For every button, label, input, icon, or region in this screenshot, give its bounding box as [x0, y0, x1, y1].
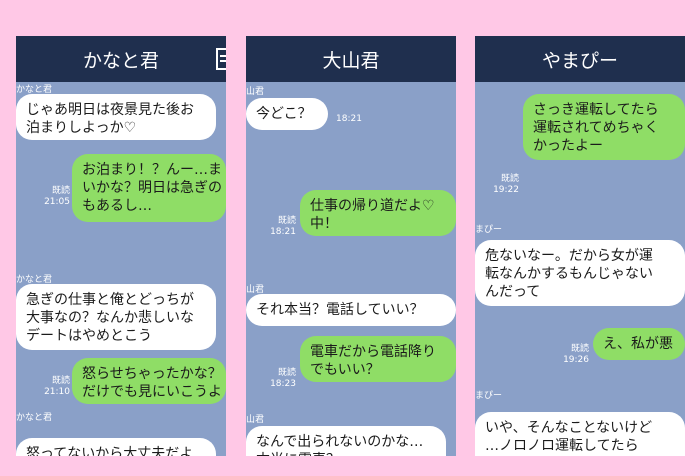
sender-name: かなと君 — [16, 275, 53, 285]
message-time: 21:05 — [44, 197, 70, 207]
chat-header: かなと君 — [16, 36, 226, 82]
incoming-message: 今どこ？ — [246, 98, 328, 130]
sender-name: かなと君 — [16, 85, 53, 95]
read-receipt: 既読 — [51, 186, 70, 196]
message-meta: 既読 21:05 — [44, 186, 70, 208]
incoming-message: なんで出られないのかな… 本当に電車？ — [246, 426, 446, 456]
message-time: 18:21 — [270, 227, 296, 237]
message-meta: 既読 19:22 — [493, 174, 519, 196]
chat-screen-kanato: かなと君 かなと君 じゃあ明日は夜景見た後お 泊まりしよっか♡ 既読 21:05… — [16, 36, 226, 456]
message-meta: 既読 21:10 — [44, 376, 70, 398]
menu-icon[interactable] — [216, 48, 226, 70]
sender-name: 山君 — [246, 415, 265, 425]
message-time: 21:10 — [44, 387, 70, 397]
chat-header: やまぴー — [475, 36, 685, 82]
message-time: 18:21 — [336, 114, 362, 124]
outgoing-message: さっき運転してたら 運転されてめちゃく かったよー — [523, 94, 685, 160]
message-list: かなと君 じゃあ明日は夜景見た後お 泊まりしよっか♡ 既読 21:05 お泊まり… — [16, 82, 226, 456]
chat-screen-oyama: 大山君 山君 今どこ？ 18:21 既読 18:21 仕事の帰り道だよ♡ 中！ … — [246, 36, 456, 456]
sender-name: 山君 — [246, 87, 265, 97]
chat-title: 大山君 — [322, 49, 380, 72]
incoming-message: いや、そんなことないけど …ノロノロ運転してたら 危ないよ♡ — [475, 412, 685, 456]
outgoing-message: 怒らせちゃったかな？ だけでも見にいこうよ — [72, 358, 226, 404]
message-meta: 既読 18:21 — [270, 216, 296, 238]
message-list: 山君 今どこ？ 18:21 既読 18:21 仕事の帰り道だよ♡ 中！ 山君 そ… — [246, 82, 456, 456]
sender-name: まぴー — [475, 391, 503, 401]
incoming-message: じゃあ明日は夜景見た後お 泊まりしよっか♡ — [16, 94, 216, 140]
message-time: 18:23 — [270, 379, 296, 389]
message-list: 既読 19:22 さっき運転してたら 運転されてめちゃく かったよー まぴー 危… — [475, 82, 685, 456]
incoming-message: 危ないなー。だから女が運 転なんかするもんじゃない んだって — [475, 240, 685, 306]
sender-name: かなと君 — [16, 413, 53, 423]
read-receipt: 既読 — [51, 376, 70, 386]
chat-title: かなと君 — [82, 49, 159, 72]
chat-title: やまぴー — [541, 49, 618, 72]
chat-header: 大山君 — [246, 36, 456, 82]
read-receipt: 既読 — [277, 368, 296, 378]
read-receipt: 既読 — [500, 174, 519, 184]
read-receipt: 既読 — [277, 216, 296, 226]
message-time: 19:26 — [563, 355, 589, 365]
sender-name: まぴー — [475, 225, 503, 235]
sender-name: 山君 — [246, 285, 265, 295]
message-meta: 既読 18:23 — [270, 368, 296, 390]
chat-screen-yamapi: やまぴー 既読 19:22 さっき運転してたら 運転されてめちゃく かったよー … — [475, 36, 685, 456]
outgoing-message: え、私が悪 — [593, 328, 685, 360]
incoming-message: それ本当？電話していい？ — [246, 294, 456, 326]
read-receipt: 既読 — [570, 344, 589, 354]
incoming-message: 怒ってないから大丈夫だよ 仕事頑張ってね — [16, 438, 216, 456]
message-time: 19:22 — [493, 185, 519, 195]
incoming-message: 急ぎの仕事と俺とどっちが 大事なの？なんか悲しいな デートはやめとこう — [16, 284, 216, 350]
message-meta: 既読 19:26 — [563, 344, 589, 366]
outgoing-message: 電車だから電話降り でもいい？ — [300, 336, 456, 382]
outgoing-message: お泊まり！？んー…ま いかな？明日は急ぎの もあるし… — [72, 154, 226, 222]
outgoing-message: 仕事の帰り道だよ♡ 中！ — [300, 190, 456, 236]
